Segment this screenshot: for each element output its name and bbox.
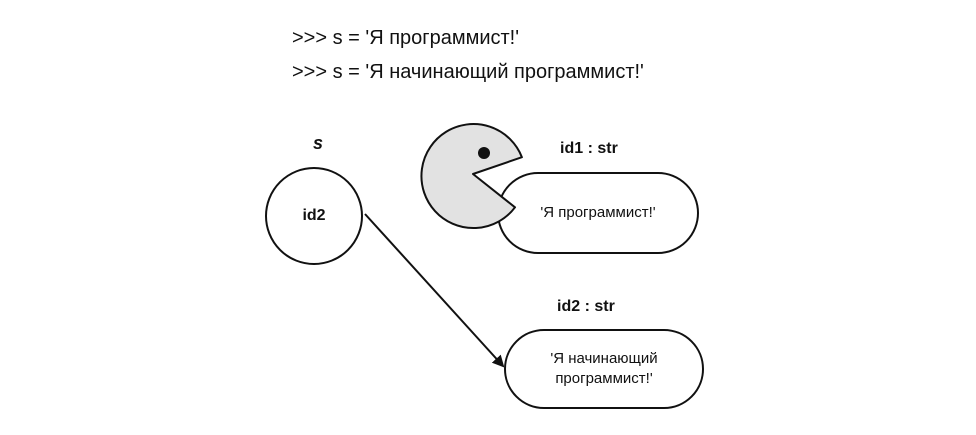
- object-2-title: id2 : str: [557, 298, 615, 315]
- variable-circle: id2: [265, 167, 363, 265]
- object-1-value-box: 'Я программист!': [497, 172, 699, 254]
- object-1-value: 'Я программист!': [540, 204, 656, 221]
- code-line-1: >>> s = 'Я программист!': [292, 27, 520, 49]
- code-line-2: >>> s = 'Я начинающий программист!': [292, 61, 644, 83]
- reference-arrow: [364, 213, 505, 368]
- object-2-value-box: 'Я начинающий программист!': [504, 329, 704, 409]
- object-1-title: id1 : str: [560, 140, 618, 157]
- pacman-eye-icon: [478, 147, 490, 159]
- variable-name: s: [312, 133, 323, 153]
- variable-ref-label: id2: [302, 207, 326, 224]
- object-2-value: 'Я начинающий программист!': [550, 350, 658, 387]
